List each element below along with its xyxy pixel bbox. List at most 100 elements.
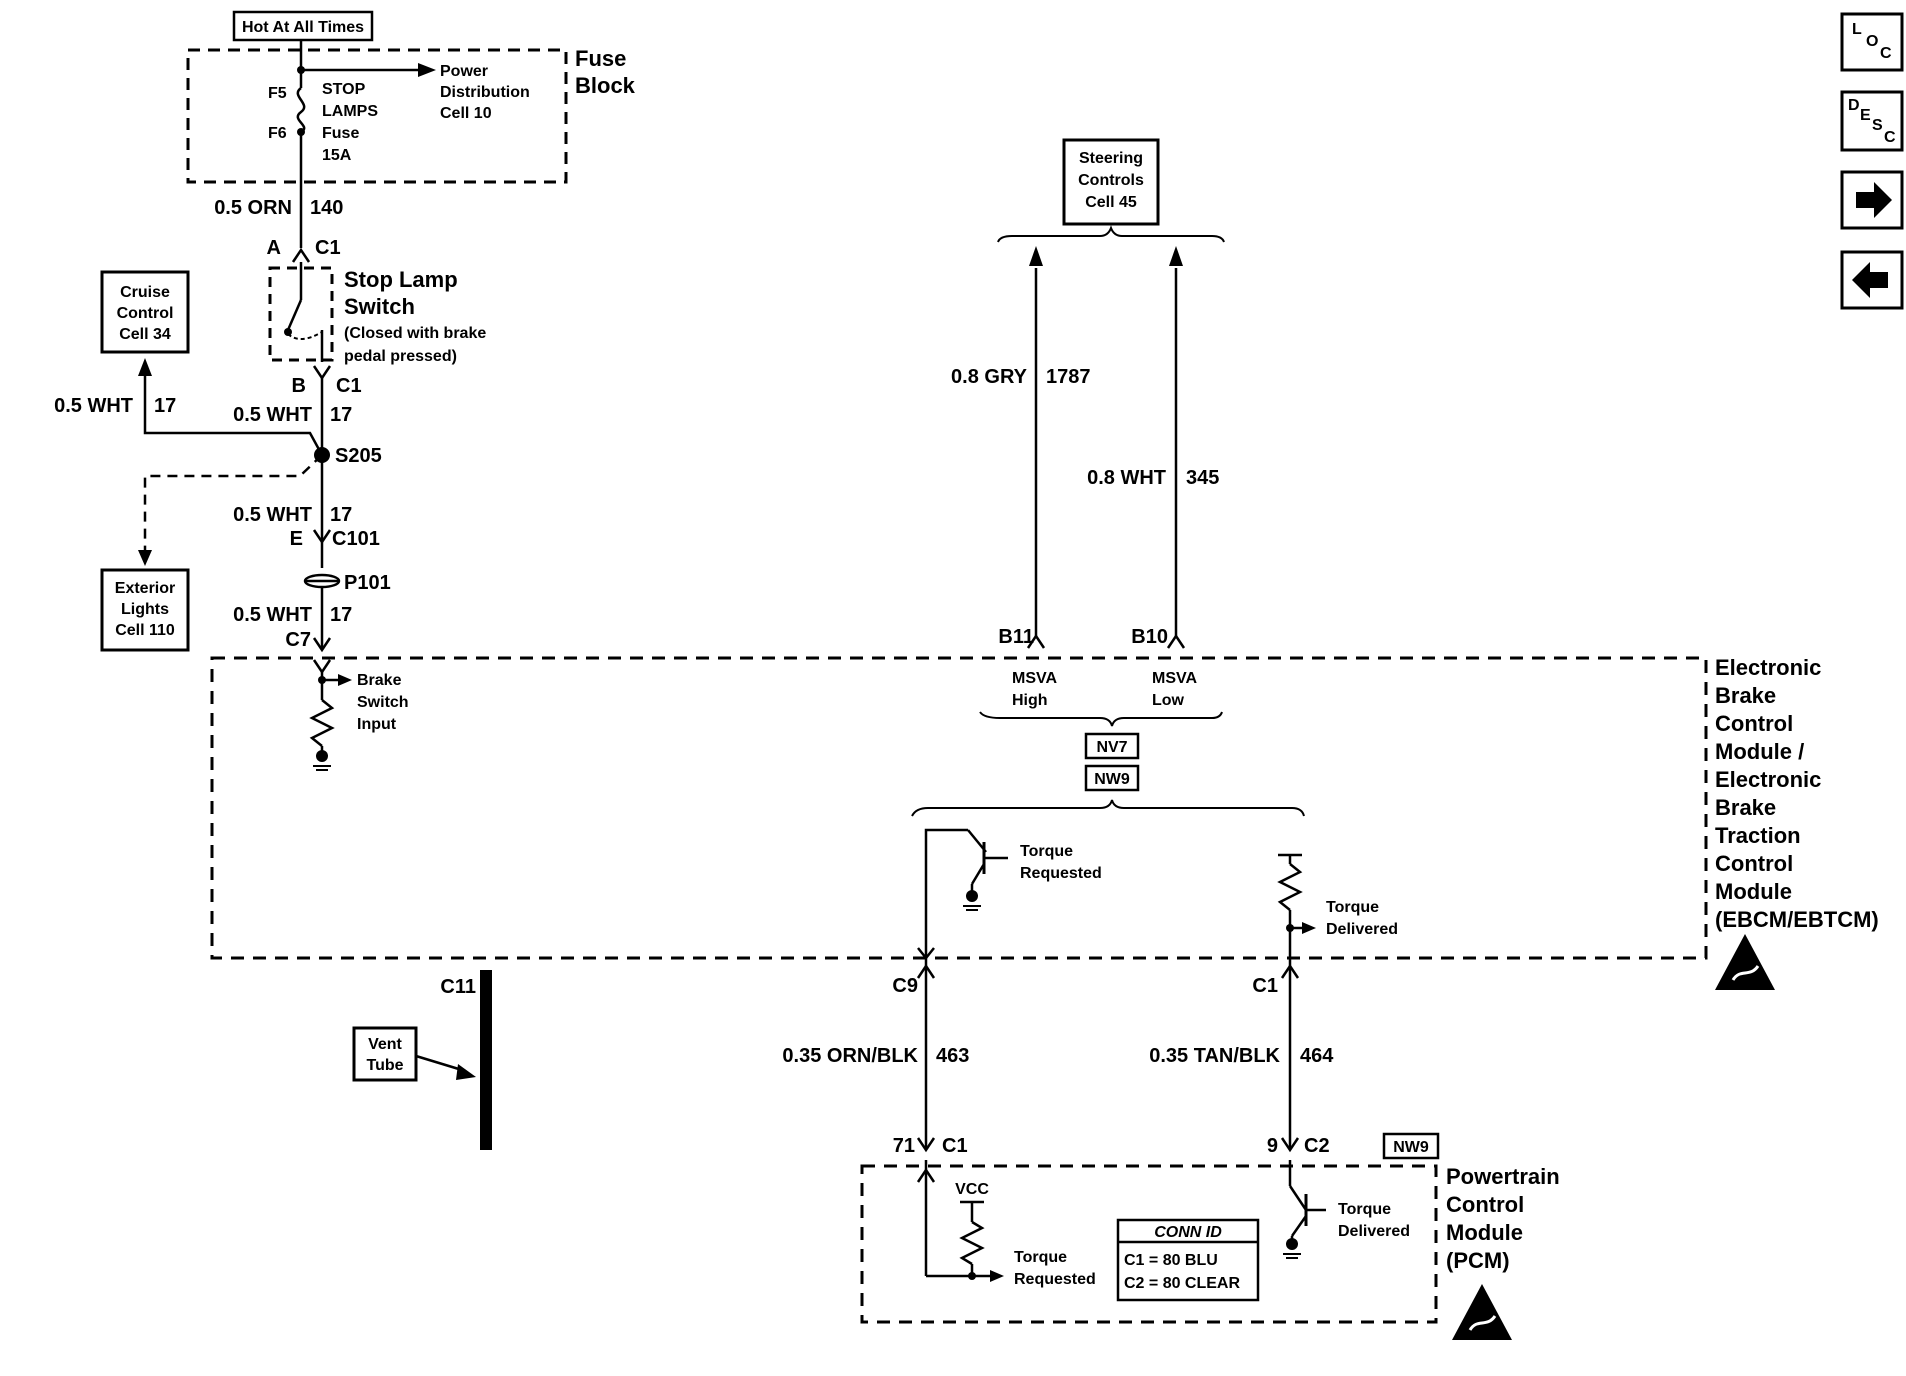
wire-463: C9 0.35 ORN/BLK 463	[782, 946, 969, 1153]
wire-1787: 0.8 GRY 1787	[951, 246, 1091, 649]
ground-icon	[1283, 1238, 1301, 1259]
svg-text:Tube: Tube	[366, 1057, 403, 1074]
wire-17-main: 0.5 WHT 17 S205 0.5 WHT 17	[233, 378, 382, 568]
svg-text:Module: Module	[1446, 1220, 1523, 1245]
switch-note-2: pedal pressed)	[344, 348, 457, 365]
cruise-control-line-1: Cruise	[120, 284, 170, 301]
wire-17-ebcm-circuit: 17	[330, 604, 352, 626]
svg-text:Vent: Vent	[368, 1036, 402, 1053]
ebcm-torque-requested-2: Requested	[1020, 865, 1102, 882]
switch-top-conn: C1	[315, 237, 341, 259]
cruise-control-box	[100, 270, 190, 354]
msva-b10: B10	[1131, 626, 1168, 648]
stop-lamp-switch: A C1 Stop Lamp Switch (Closed with brake…	[267, 237, 487, 397]
svg-text:Control: Control	[1715, 851, 1793, 876]
switch-top-connector	[291, 247, 311, 263]
svg-text:Brake: Brake	[1715, 795, 1776, 820]
wire-463-circuit: 463	[936, 1045, 969, 1067]
wire-1787-circuit: 1787	[1046, 366, 1091, 388]
msva-bracket	[979, 711, 1223, 727]
ebcm-torque-delivered-2: Delivered	[1326, 921, 1398, 938]
svg-text:Brake: Brake	[1715, 683, 1776, 708]
svg-text:E: E	[1860, 107, 1871, 124]
msva-low-1: MSVA	[1152, 670, 1197, 687]
connector-c101: E C101 P101 0.5 WHT 17 C7	[233, 528, 391, 653]
wire-345-gauge: 0.8 WHT	[1087, 467, 1166, 489]
switch-bottom-connector	[312, 365, 332, 381]
ebcm-c7-label: C7	[285, 629, 311, 651]
svg-text:O: O	[1866, 33, 1878, 50]
svg-text:D: D	[1848, 97, 1860, 114]
power-distribution-line-1: Power	[440, 63, 488, 80]
ebcm-module: Electronic Brake Control Module / Electr…	[210, 626, 1879, 990]
wire-464: C1 0.35 TAN/BLK 464	[1149, 946, 1334, 1153]
ebcm-title: Electronic Brake Control Module / Electr…	[1715, 655, 1879, 932]
svg-text:Traction: Traction	[1715, 823, 1801, 848]
cruise-control-line-2: Control	[117, 305, 174, 322]
c11-bar	[480, 970, 492, 1150]
steering-bracket	[997, 225, 1225, 243]
fuse-block-title-1: Fuse	[575, 46, 626, 71]
fuse-f5-label: F5	[268, 85, 287, 102]
conn-id-box: CONN ID C1 = 80 BLU C2 = 80 CLEAR	[1116, 1218, 1260, 1302]
switch-title-2: Switch	[344, 294, 415, 319]
fuse-block-title-2: Block	[575, 73, 636, 98]
hot-at-all-times-label: Hot At All Times	[242, 19, 364, 36]
wire-17-splice-gauge: 0.5 WHT	[233, 504, 312, 526]
msva-b11: B11	[998, 626, 1034, 648]
forward-button[interactable]	[1840, 170, 1904, 230]
wire-17-cruise-circuit: 17	[154, 395, 176, 417]
pcm-torque-delivered-2: Delivered	[1338, 1223, 1410, 1240]
exterior-lights-box	[100, 568, 190, 652]
fuse-f6-label: F6	[268, 125, 287, 142]
esd-warning-icon	[1715, 934, 1775, 990]
pcm-module: 71 C1 9 C2 NW9 Powertrain Control Module…	[860, 1132, 1560, 1340]
steering-controls-box	[1062, 138, 1160, 226]
fuse-name-line-3: Fuse	[322, 125, 359, 142]
hot-at-all-times-box	[232, 10, 374, 42]
wire-17-splice-circuit: 17	[330, 504, 352, 526]
ebcm-c9-label: C9	[892, 975, 918, 997]
switch-outline	[268, 266, 334, 362]
svg-text:Powertrain: Powertrain	[1446, 1164, 1560, 1189]
fuse-name-line-4: 15A	[322, 147, 352, 164]
svg-text:Control: Control	[1446, 1192, 1524, 1217]
power-distribution-arrow	[418, 63, 436, 77]
wire-17-ebcm-gauge: 0.5 WHT	[233, 604, 312, 626]
pcm-torque-requested-1: Torque	[1014, 1249, 1067, 1266]
wire-17-switch-circuit: 17	[330, 404, 352, 426]
exterior-lights-arrow	[138, 550, 152, 566]
svg-text:(EBCM/EBTCM): (EBCM/EBTCM)	[1715, 907, 1879, 932]
wire-464-gauge: 0.35 TAN/BLK	[1149, 1045, 1280, 1067]
loc-button[interactable]: L O C	[1840, 12, 1904, 72]
option-nw9-box	[1084, 764, 1140, 792]
vent-tube-box	[352, 1026, 418, 1082]
wire-140: 0.5 ORN 140	[214, 132, 343, 248]
wire-463-gauge: 0.35 ORN/BLK	[782, 1045, 918, 1067]
pcm-title: Powertrain Control Module (PCM)	[1446, 1164, 1560, 1273]
fuse-symbol	[296, 86, 306, 134]
back-button[interactable]	[1840, 250, 1904, 310]
switch-top-pin: A	[267, 237, 281, 259]
svg-text:(PCM): (PCM)	[1446, 1248, 1510, 1273]
svg-text:NW9: NW9	[1393, 1139, 1429, 1156]
switch-actuator	[287, 331, 323, 340]
wire-464-circuit: 464	[1300, 1045, 1334, 1067]
svg-text:Steering: Steering	[1079, 150, 1143, 167]
msva-high-2: High	[1012, 692, 1048, 709]
exterior-lights-line-3: Cell 110	[115, 622, 175, 639]
conn-id-c2: C2 = 80 CLEAR	[1124, 1275, 1240, 1292]
ebcm-torque-requested-1: Torque	[1020, 843, 1073, 860]
wire-140-circuit: 140	[310, 197, 343, 219]
desc-button[interactable]: D E S C	[1840, 90, 1904, 152]
cruise-control-line-3: Cell 34	[119, 326, 171, 343]
option-nv7-box	[1084, 732, 1140, 760]
splice-s205-label: S205	[335, 445, 382, 467]
svg-text:Module /: Module /	[1715, 739, 1804, 764]
power-distribution-line-3: Cell 10	[440, 105, 492, 122]
ebcm-outline	[210, 656, 1708, 960]
exterior-lights-branch: Exterior Lights Cell 110	[100, 454, 323, 652]
left-arrow-icon	[1852, 262, 1888, 298]
pcm-c2: C2	[1304, 1135, 1330, 1157]
